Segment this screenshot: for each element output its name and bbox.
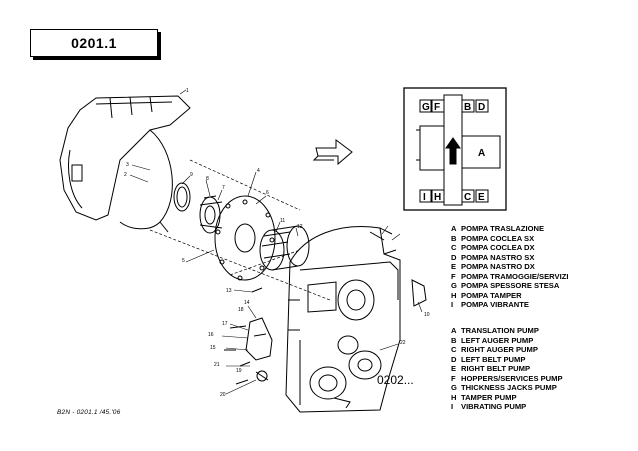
box-letter-g: G [422, 102, 430, 113]
cross-reference-code: 0202... [377, 373, 414, 387]
part-label-3: 3 [126, 162, 129, 168]
box-letter-h: H [434, 192, 441, 203]
assembly-lines [149, 159, 331, 301]
splined-coupling [259, 225, 310, 271]
coupling-flange [214, 195, 276, 281]
leader-lines [129, 89, 423, 395]
part-label-7: 7 [222, 185, 225, 191]
document-code: 0201.1 [30, 29, 158, 57]
box-letter-i: I [423, 192, 426, 203]
box-letter-c: C [464, 192, 471, 203]
part-label-10: 10 [424, 312, 430, 318]
part-label-16: 16 [208, 332, 214, 338]
part-label-17: 17 [222, 321, 228, 327]
direction-arrow-icon [312, 139, 353, 166]
pump-diagram-letters: G F B D I H C E A [422, 102, 485, 203]
footer-code: B2N - 0201.1 /45.'06 [57, 409, 121, 416]
part-label-19: 19 [236, 368, 242, 374]
part-label-18: 18 [238, 307, 244, 313]
part-label-2: 2 [124, 172, 127, 178]
gear-hub [199, 195, 223, 234]
part-label-12: 12 [297, 224, 303, 230]
part-label-9: 9 [190, 172, 193, 178]
box-letter-d: D [478, 102, 485, 113]
part-label-20: 20 [220, 392, 226, 398]
part-label-21: 21 [214, 362, 220, 368]
part-label-15: 15 [210, 345, 216, 351]
snap-ring [173, 182, 191, 212]
part-number-labels: 1 2 3 4 5 6 7 8 9 10 11 12 13 14 15 16 1… [124, 88, 430, 398]
bell-housing [59, 95, 191, 233]
part-label-8: 8 [206, 176, 209, 182]
box-letter-f: F [434, 102, 440, 113]
part-label-13: 13 [226, 288, 232, 294]
pump-gearbox [285, 226, 401, 413]
support-bracket [224, 231, 427, 385]
box-letter-b: B [464, 102, 471, 113]
box-letter-a: A [478, 148, 485, 159]
pump-position-diagram [403, 87, 507, 211]
part-label-1: 1 [186, 88, 189, 94]
part-label-22: 22 [400, 340, 406, 346]
part-label-4: 4 [257, 168, 260, 174]
part-label-6: 6 [266, 190, 269, 196]
box-letter-e: E [478, 192, 485, 203]
part-label-14: 14 [244, 300, 250, 306]
part-label-11: 11 [280, 218, 285, 224]
part-label-5: 5 [182, 258, 185, 264]
